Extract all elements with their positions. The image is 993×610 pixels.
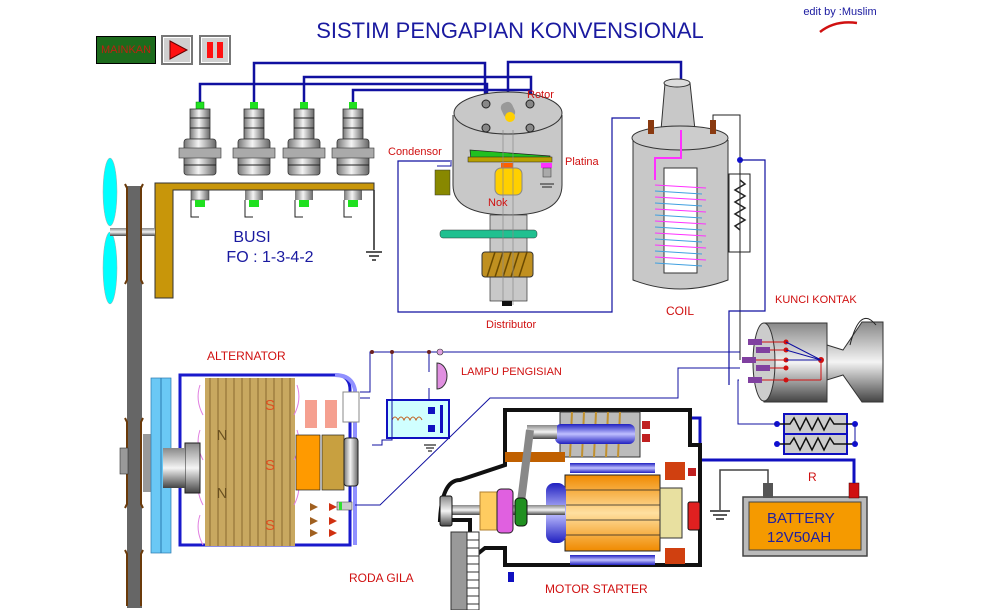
charging-wires: [355, 351, 740, 506]
spark-plugs: [178, 101, 375, 218]
primary-wire: [397, 117, 640, 313]
alternator-poles: S N S N S: [217, 397, 275, 534]
motor-starter-label: MOTOR STARTER: [545, 582, 648, 596]
coil-label: COIL: [666, 304, 694, 318]
credit-swoosh: [819, 21, 858, 33]
r-label: R: [808, 470, 817, 484]
pole-label: S: [265, 517, 275, 534]
roda-gila-label: RODA GILA: [349, 571, 414, 585]
busi-label: BUSI: [233, 229, 270, 246]
lampu-pengisian-label: LAMPU PENGISIAN: [461, 366, 562, 378]
distributor: [434, 91, 563, 306]
voltage-regulator: [386, 399, 450, 439]
pole-label: S: [265, 397, 275, 414]
nok-cam: [494, 167, 523, 196]
spark-plug-4: [331, 102, 375, 218]
alternator-label: ALTERNATOR: [207, 349, 286, 363]
credit-text: edit by :Muslim: [803, 6, 876, 18]
ignition-coil: [631, 78, 729, 290]
rotor-label: Rotor: [527, 89, 554, 101]
spark-plug-1: [178, 101, 222, 218]
alternator: [150, 373, 360, 554]
firing-order-label: FO : 1-3-4-2: [226, 249, 313, 266]
condensor: [434, 169, 451, 196]
pole-label: N: [217, 427, 228, 444]
motor-starter: [437, 408, 702, 582]
platina-label: Platina: [565, 156, 600, 168]
page-title: SISTIM PENGAPIAN KONVENSIONAL: [316, 18, 704, 43]
kunci-kontak-label: KUNCI KONTAK: [775, 294, 857, 306]
pause-bars-icon: [207, 42, 223, 58]
fan-belt-assembly: [102, 157, 155, 608]
play-button[interactable]: [161, 35, 193, 65]
spark-plug-3: [282, 102, 326, 218]
flywheel: [450, 531, 480, 610]
play-triangle-icon: [169, 40, 189, 60]
battery: [742, 482, 868, 557]
pole-label: N: [217, 485, 228, 502]
drive-belt: [127, 186, 142, 608]
mainkan-label: MAINKAN: [100, 44, 152, 56]
engine-block: [154, 182, 375, 299]
distributor-label: Distributor: [486, 319, 536, 331]
ignition-key-switch: [742, 317, 884, 403]
pole-label: S: [265, 457, 275, 474]
pause-button[interactable]: [199, 35, 231, 65]
starter-resistors: [774, 413, 858, 455]
fan-blade-top: [102, 157, 118, 227]
charge-lamp-icon: [436, 362, 448, 390]
spark-plug-wires: [198, 60, 683, 130]
ground-icon: [366, 251, 382, 261]
condensor-label: Condensor: [388, 146, 442, 158]
battery-rating: 12V50AH: [767, 529, 831, 546]
fan-blade-bottom: [102, 231, 118, 305]
battery-label: BATTERY: [767, 510, 835, 527]
mainkan-button[interactable]: MAINKAN: [96, 36, 156, 64]
platina-contact: [467, 156, 553, 163]
nok-label: Nok: [488, 197, 508, 209]
spark-plug-2: [232, 102, 276, 218]
battery-ground-icon: [710, 510, 730, 520]
